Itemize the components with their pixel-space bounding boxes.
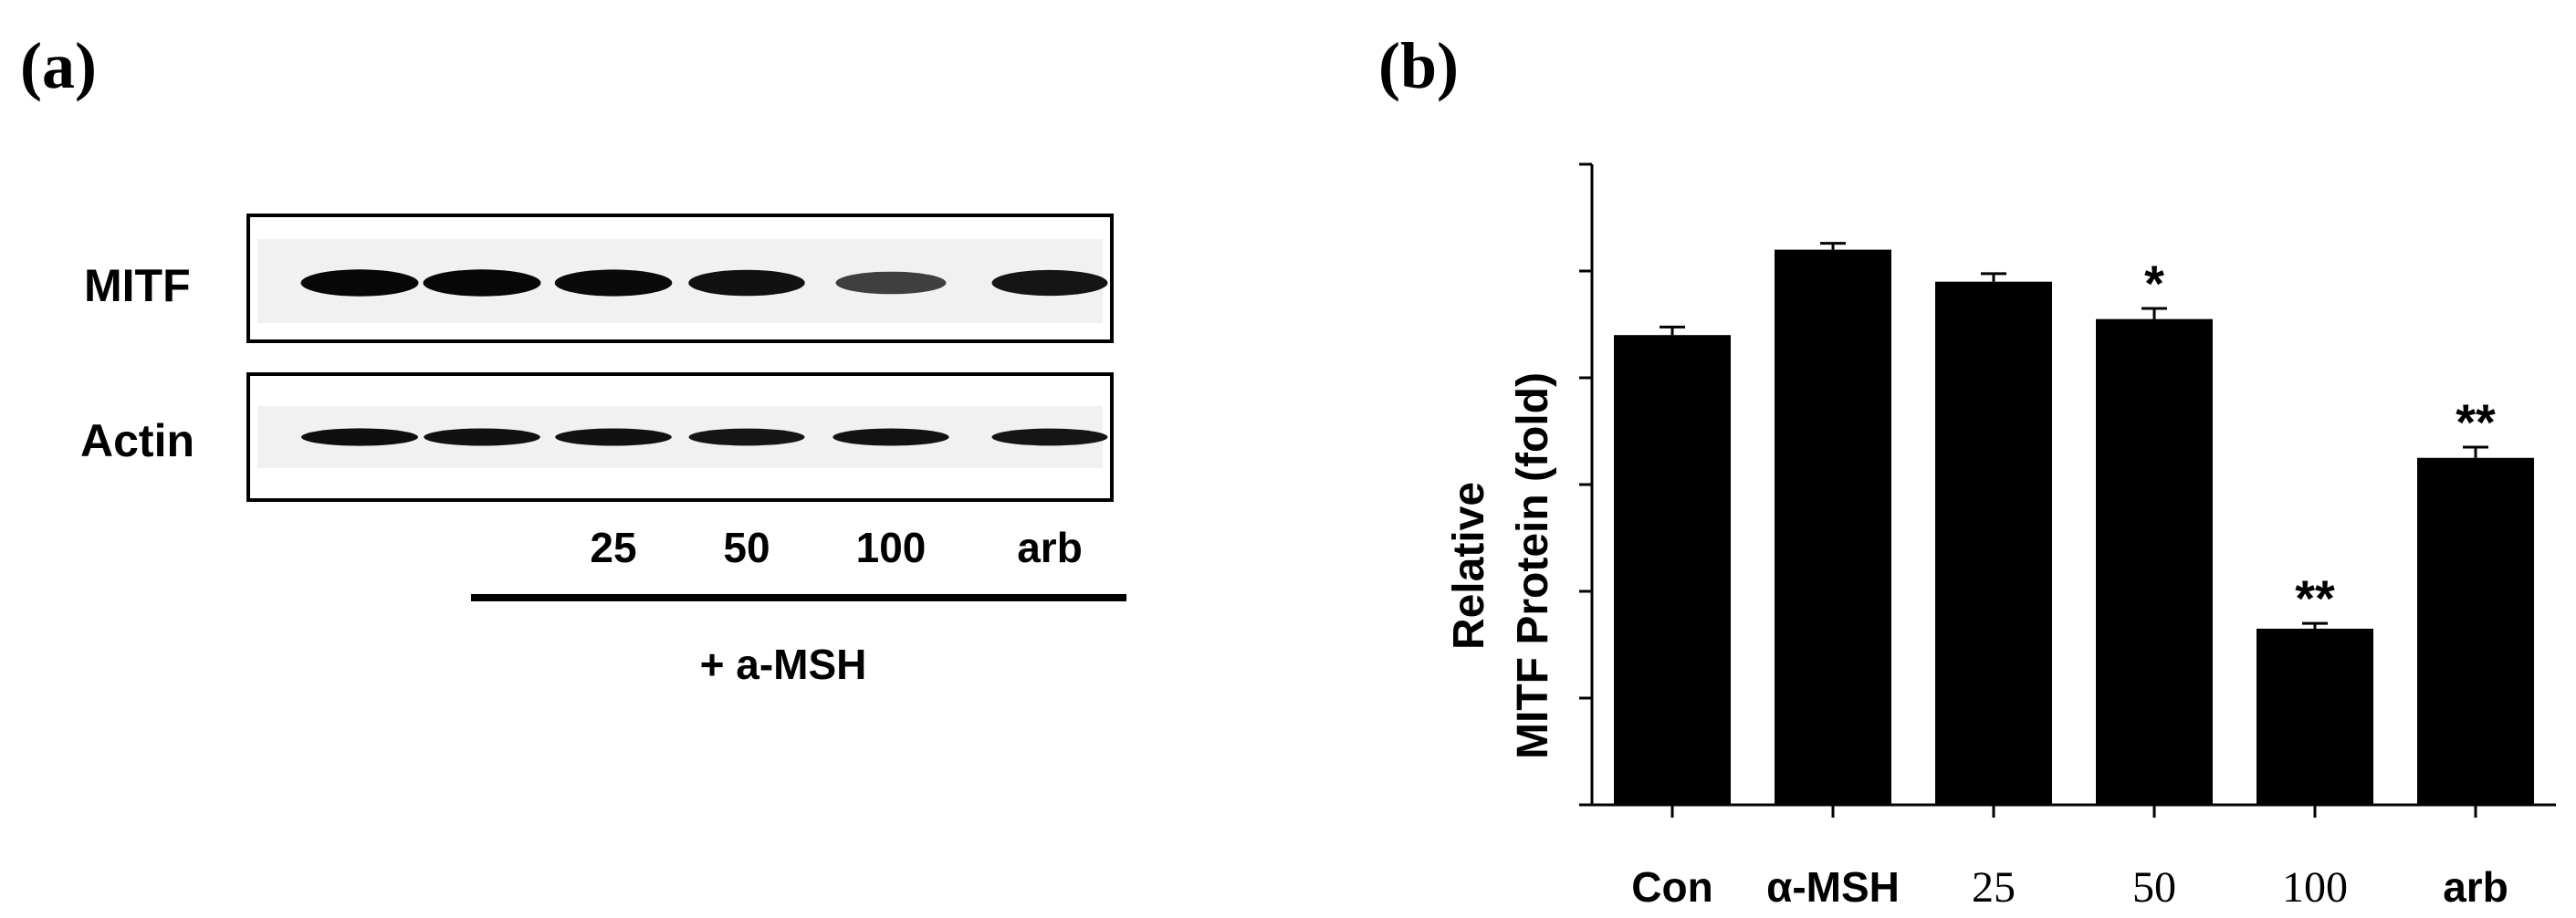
actin-bands — [301, 428, 1108, 446]
bar-5 — [2257, 628, 2373, 805]
significance-mark-5: ** — [2295, 569, 2335, 627]
category-label-4: 50 — [2132, 863, 2176, 912]
row-label-actin: Actin — [80, 415, 194, 466]
bar-6 — [2417, 457, 2534, 805]
significance-mark-6: ** — [2456, 393, 2496, 451]
lane-label-arb: arb — [1017, 524, 1083, 571]
chart-axes — [1579, 162, 2556, 818]
y-axis-label-line2: MITF Protein (fold) — [1509, 372, 1557, 759]
bar-3 — [1935, 281, 2052, 805]
chart-bars — [1614, 249, 2534, 806]
actin-band-4 — [688, 428, 805, 446]
category-label-6: arb — [2443, 863, 2508, 911]
mitf-band-4 — [688, 269, 805, 297]
bar-4 — [2096, 318, 2213, 805]
chart-category-labels: Con α-MSH 25 50 100 arb — [1631, 863, 2508, 912]
actin-band-5 — [832, 428, 949, 446]
y-axis-label-line1: Relative — [1445, 482, 1493, 650]
actin-band-6 — [991, 428, 1108, 446]
row-label-mitf: MITF — [84, 260, 191, 311]
category-label-1: Con — [1631, 863, 1712, 911]
western-blot: MITF Actin 25 50 100 arb + a-MSH — [80, 214, 1126, 688]
category-label-3: 25 — [1972, 863, 2016, 912]
category-label-5: 100 — [2282, 863, 2348, 912]
mitf-band-2 — [423, 269, 541, 297]
chart-significance-marks: ***** — [2144, 255, 2496, 627]
actin-band-2 — [424, 428, 540, 446]
bar-2 — [1775, 249, 1891, 806]
bar-1 — [1614, 335, 1731, 805]
lane-label-50: 50 — [723, 524, 770, 571]
mitf-band-3 — [554, 269, 673, 297]
mitf-band-6 — [991, 269, 1108, 297]
mitf-bands — [300, 269, 1108, 297]
lane-labels: 25 50 100 arb — [590, 524, 1082, 571]
mitf-band-5 — [835, 271, 947, 295]
actin-band-3 — [555, 428, 672, 446]
panel-b-label: (b) — [1378, 29, 1459, 102]
chart-error-bars — [1660, 242, 2488, 629]
significance-mark-4: * — [2144, 255, 2164, 312]
lane-label-100: 100 — [856, 524, 927, 571]
category-label-2: α-MSH — [1766, 863, 1900, 911]
actin-band-1 — [301, 428, 418, 446]
lane-label-25: 25 — [590, 524, 636, 571]
treatment-label: + a-MSH — [700, 641, 867, 688]
panel-a-label: (a) — [20, 29, 97, 102]
mitf-band-1 — [300, 269, 419, 297]
